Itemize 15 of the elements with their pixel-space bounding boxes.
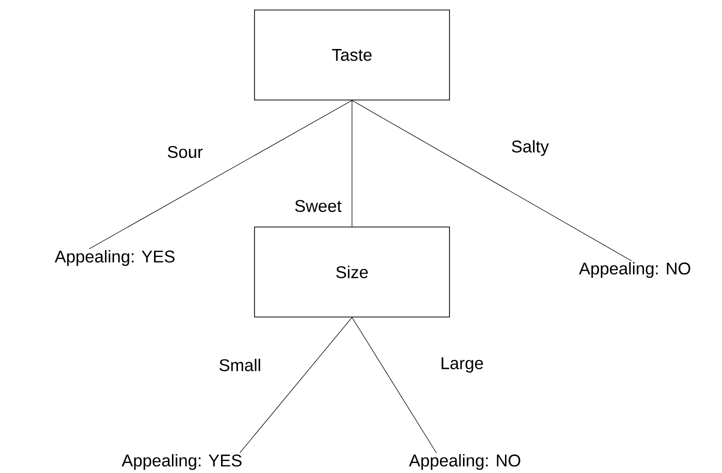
outcome-text: Appealing: NO bbox=[578, 262, 690, 278]
decision-box: Taste bbox=[254, 10, 450, 100]
outcome-text: Appealing: YES bbox=[122, 454, 242, 470]
connector-line bbox=[88, 100, 352, 250]
decision-box: Size bbox=[254, 226, 450, 318]
connector-line bbox=[352, 100, 632, 262]
outcome-text: Appealing: NO bbox=[408, 454, 520, 470]
outcome-text: Appealing: YES bbox=[54, 250, 175, 266]
edge-label: Sweet bbox=[293, 198, 343, 214]
connector-line bbox=[240, 317, 352, 454]
connector-line bbox=[352, 317, 437, 454]
edge-label: Sour bbox=[166, 144, 204, 159]
edge-label: Small bbox=[218, 358, 262, 372]
edge-label: Salty bbox=[510, 139, 550, 157]
edge-label: Large bbox=[439, 356, 485, 374]
